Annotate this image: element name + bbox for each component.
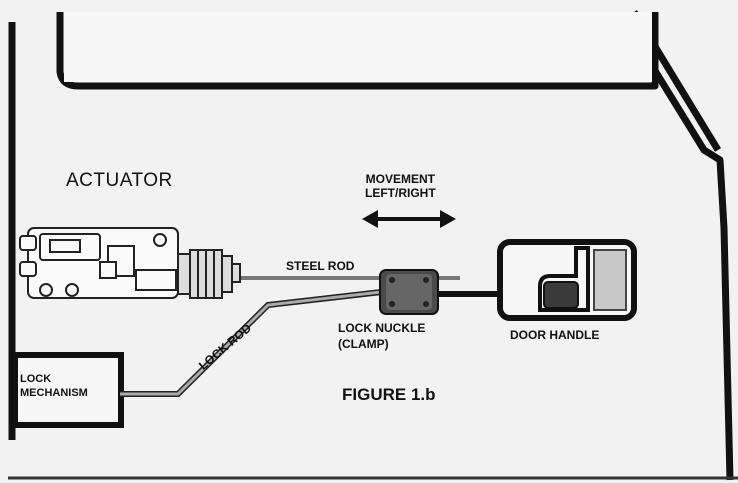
lock-nuckle-clamp bbox=[379, 269, 439, 315]
lock-nuckle-label-line1: LOCK NUCKLE bbox=[338, 321, 426, 335]
movement-label-line2: LEFT/RIGHT bbox=[365, 186, 436, 200]
actuator-body bbox=[19, 227, 179, 299]
lock-mechanism-box bbox=[12, 352, 124, 428]
door-handle-label: DOOR HANDLE bbox=[510, 328, 600, 342]
lock-rod bbox=[120, 288, 391, 397]
actuator-label: ACTUATOR bbox=[66, 170, 173, 191]
lock-nuckle-label-line2: (CLAMP) bbox=[338, 337, 389, 351]
movement-label: MOVEMENT LEFT/RIGHT bbox=[365, 172, 436, 200]
actuator-bellows bbox=[177, 249, 241, 299]
lock-mechanism-label-line1: LOCK bbox=[20, 373, 52, 385]
window-area bbox=[64, 12, 652, 82]
movement-label-line1: MOVEMENT bbox=[365, 172, 435, 186]
lock-mechanism-label-line2: MECHANISM bbox=[20, 387, 88, 399]
steel-rod-label: STEEL ROD bbox=[286, 259, 355, 273]
double-arrow-icon bbox=[362, 210, 456, 228]
door-handle bbox=[497, 239, 637, 321]
lock-mechanism-label: LOCK MECHANISM bbox=[20, 372, 88, 400]
lock-nuckle-label: LOCK NUCKLE (CLAMP) bbox=[338, 320, 425, 352]
figure-caption: FIGURE 1.b bbox=[342, 385, 436, 404]
